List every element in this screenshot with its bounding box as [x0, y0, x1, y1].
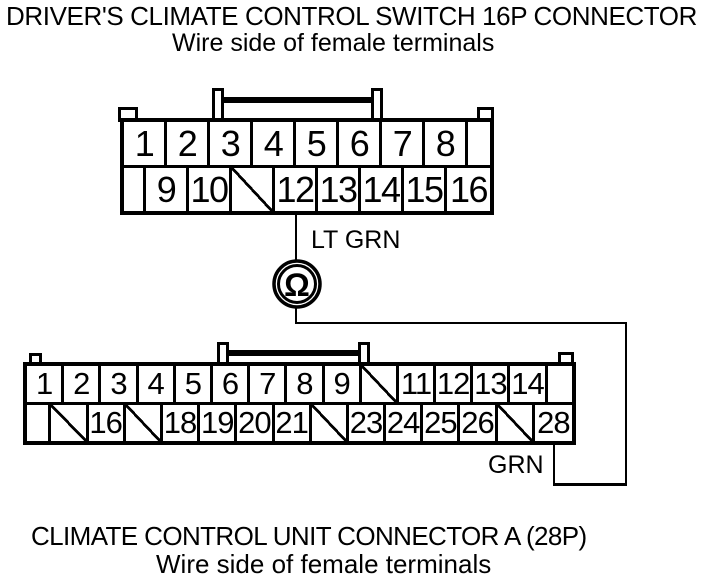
- pin-cell-7: 7: [382, 122, 425, 165]
- pin-cell-28: 28: [537, 405, 570, 440]
- pin-cell-6: 6: [213, 366, 251, 402]
- pin-cell-25: 25: [423, 405, 461, 441]
- pin-cell-4: 4: [139, 366, 176, 402]
- pin-cell-13: 13: [473, 366, 511, 402]
- pin-cell-8: 8: [425, 122, 468, 165]
- bottom-connector-notch-right: [558, 352, 574, 364]
- pin-cell-14: 14: [361, 168, 404, 211]
- pin-cell-5: 5: [296, 122, 339, 165]
- bottom-connector-subtitle: Wire side of female terminals: [156, 549, 492, 579]
- wire-vertical-right: [625, 322, 627, 486]
- pin-cell-20: 20: [237, 405, 275, 441]
- top-connector-subtitle: Wire side of female terminals: [172, 29, 495, 57]
- bottom-connector-lock-tab-bar: [223, 350, 364, 356]
- pin-cell-9: 9: [325, 366, 362, 402]
- wire-meter-down: [295, 305, 297, 324]
- nc-slash-cell: [51, 405, 89, 441]
- pin-cell-6: 6: [339, 122, 382, 165]
- wire-color-label-bottom: GRN: [488, 451, 544, 479]
- bottom-connector-lock-tab-post-left: [217, 342, 229, 364]
- pin-cell-13: 13: [318, 168, 361, 211]
- pin-cell-16: 16: [449, 168, 489, 210]
- pin-cell-2: 2: [64, 366, 102, 402]
- pin-cell-8: 8: [287, 366, 325, 402]
- pin-cell-26: 26: [460, 405, 498, 441]
- ohm-symbol: Ω: [284, 267, 310, 303]
- top-connector-lock-tab-post-left: [212, 88, 224, 120]
- pin-cell-11: 11: [399, 366, 437, 402]
- pin-cell-24: 24: [386, 405, 424, 441]
- nc-slash-cell: [232, 168, 275, 211]
- top-connector-title: DRIVER'S CLIMATE CONTROL SWITCH 16P CONN…: [6, 1, 697, 31]
- pin-cell-21: 21: [275, 405, 312, 441]
- nc-slash-cell: [361, 366, 399, 402]
- wire-horizontal-top: [295, 322, 627, 324]
- ohmmeter-icon: Ω: [272, 259, 322, 309]
- wire-pin12-to-meter: [295, 210, 297, 260]
- filler-cell: [548, 366, 572, 402]
- wire-horizontal-bottom: [553, 483, 627, 486]
- pin-cell-9: 9: [146, 168, 189, 211]
- filler-cell: [27, 405, 52, 441]
- pin-cell-7: 7: [250, 366, 288, 402]
- pin-cell-12: 12: [275, 168, 318, 211]
- pin-cell-3: 3: [101, 366, 139, 402]
- pin-cell-16: 16: [89, 405, 126, 441]
- nc-slash-cell: [311, 405, 349, 441]
- pin-cell-2: 2: [167, 122, 210, 165]
- top-connector-lock-tab-bar: [218, 97, 383, 103]
- pin-cell-15: 15: [404, 168, 447, 211]
- wire-to-pin28: [553, 440, 555, 485]
- nc-slash-cell: [497, 405, 535, 441]
- top-connector-lock-tab-post-right: [371, 88, 383, 120]
- filler-cell: [468, 122, 490, 165]
- filler-cell: [124, 168, 146, 211]
- pin-cell-23: 23: [349, 405, 387, 441]
- nc-slash-cell: [125, 405, 163, 441]
- pin-cell-5: 5: [176, 366, 213, 402]
- pin-cell-12: 12: [436, 366, 474, 402]
- pin-cell-18: 18: [163, 405, 201, 441]
- pin-cell-14: 14: [510, 366, 548, 402]
- bottom-connector-lock-tab-post-right: [358, 342, 370, 364]
- pin-cell-19: 19: [200, 405, 238, 441]
- pin-cell-1: 1: [27, 366, 65, 402]
- pin-cell-10: 10: [189, 168, 232, 211]
- bottom-connector-title: CLIMATE CONTROL UNIT CONNECTOR A (28P): [31, 521, 587, 551]
- pin-cell-1: 1: [124, 122, 167, 165]
- pin-cell-4: 4: [253, 122, 296, 165]
- wire-color-label-top: LT GRN: [311, 226, 401, 254]
- bottom-connector-notch-left: [29, 353, 42, 364]
- pin-cell-3: 3: [210, 122, 253, 165]
